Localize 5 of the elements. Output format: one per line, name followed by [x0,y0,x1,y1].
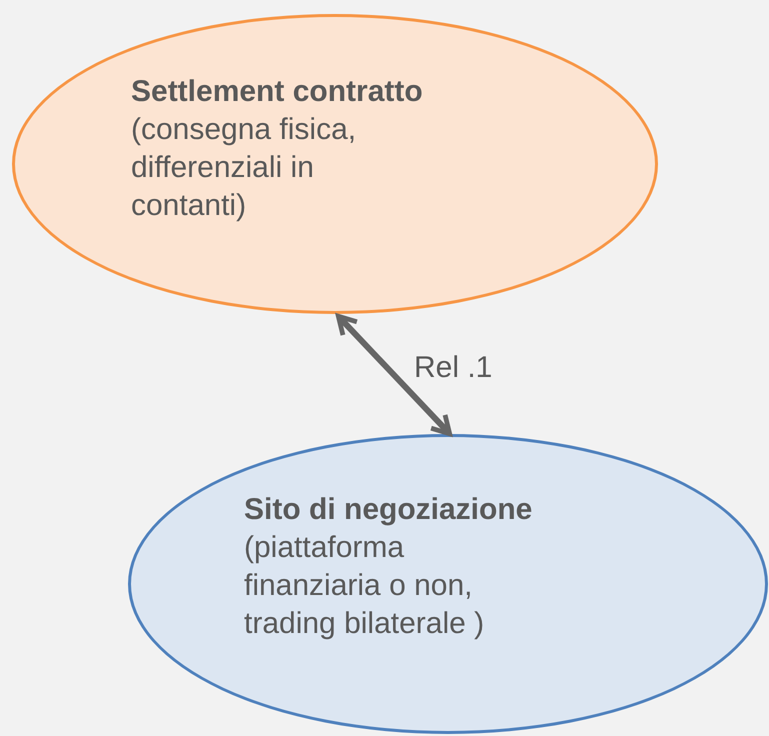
node-description: (consegna fisica, differenziali in contanti) [131,112,358,224]
node-heading: Settlement contratto [131,74,423,110]
node-description: (piattaforma finanziaria o non, trading bilaterale ) [244,530,486,642]
double-arrow [336,314,452,436]
node-heading: Sito di negoziazione [244,492,532,528]
